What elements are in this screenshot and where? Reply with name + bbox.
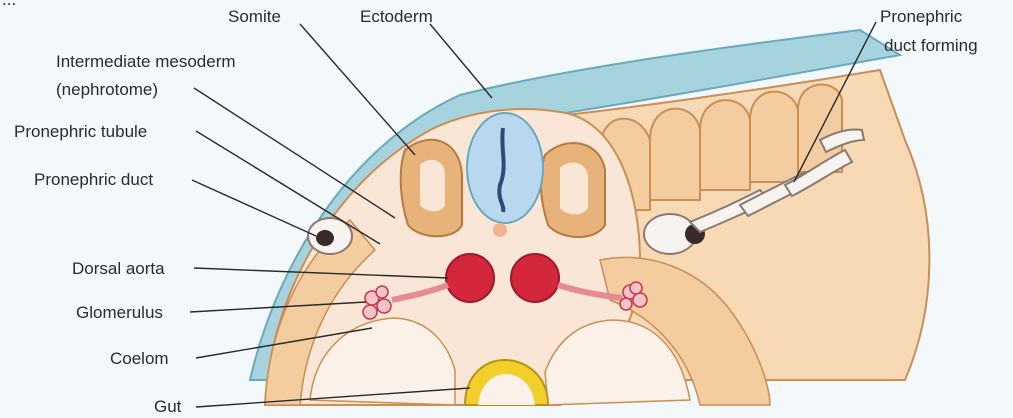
label-somite: Somite [228,7,281,26]
header-fragment: ... [2,0,16,9]
label-glomerulus: Glomerulus [76,303,163,322]
dorsal-aorta-right [511,254,559,302]
dorsal-aorta-left [446,254,494,302]
label-pronephric-duct: Pronephric duct [34,170,153,189]
label-pronephric-tubule: Pronephric tubule [14,122,147,141]
label-intermediate-mesoderm-line1: Intermediate mesoderm [56,52,236,71]
label-pronephric-duct-forming-line1: Pronephric [880,7,963,26]
label-gut: Gut [154,397,182,416]
somite-right-cavity [560,163,588,215]
notochord [493,223,507,237]
label-intermediate-mesoderm-line2: (nephrotome) [56,80,158,99]
label-pronephric-duct-forming-line2: duct forming [884,36,978,55]
label-ectoderm: Ectoderm [360,7,433,26]
label-dorsal-aorta: Dorsal aorta [72,259,165,278]
somite-left-cavity [420,160,445,212]
label-coelom: Coelom [110,349,169,368]
